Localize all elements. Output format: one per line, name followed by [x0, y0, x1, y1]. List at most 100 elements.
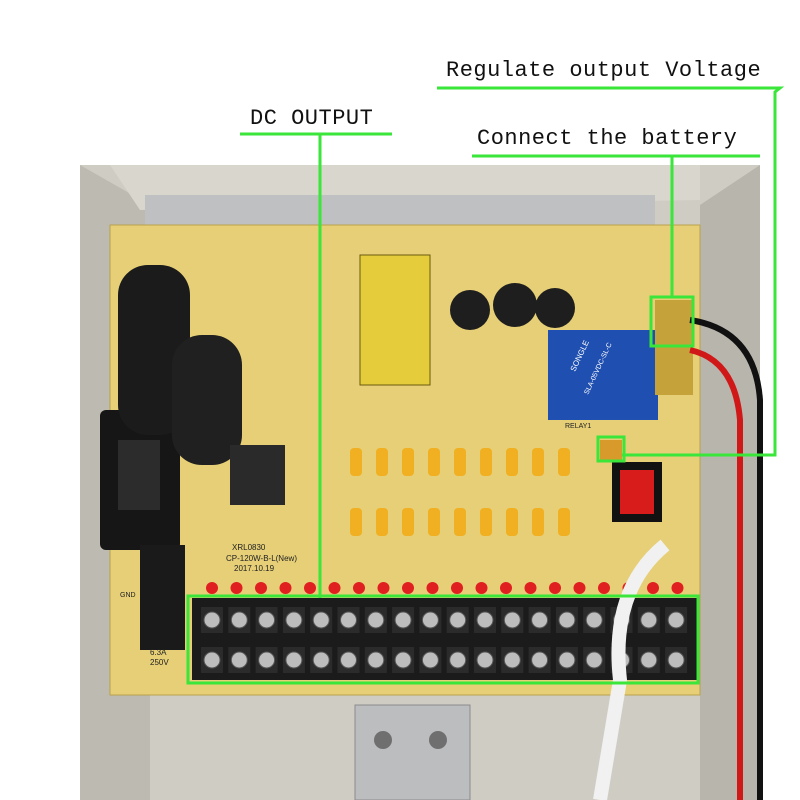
red-wire: [689, 347, 743, 800]
terminal-screw: [640, 651, 658, 669]
fuse: [454, 448, 466, 476]
terminal-screw: [230, 651, 248, 669]
terminal-screw: [367, 611, 385, 629]
fuse: [558, 508, 570, 536]
mounting-bracket: [354, 704, 471, 800]
terminal-screw: [421, 651, 439, 669]
transformer: [359, 254, 431, 386]
fuse: [506, 448, 518, 476]
fuse: [402, 508, 414, 536]
terminal-screw: [312, 611, 330, 629]
led: [426, 582, 439, 594]
terminal-screw: [230, 611, 248, 629]
capacitor-large: [172, 335, 242, 465]
fuse: [428, 508, 440, 536]
fuse: [480, 448, 492, 476]
led: [524, 582, 537, 594]
terminal-screw: [449, 651, 467, 669]
callout-line-voltage: [437, 86, 785, 457]
fuse: [506, 508, 518, 536]
terminal-screw: [667, 651, 685, 669]
fuse: [558, 448, 570, 476]
fuse: [480, 508, 492, 536]
capacitor-small: [535, 288, 575, 328]
fuse-array: [350, 448, 570, 536]
terminal-screw: [531, 611, 549, 629]
board-model-code: XRL0830: [232, 543, 266, 552]
battery-connector: [600, 440, 622, 460]
terminal-screw: [258, 611, 276, 629]
led: [230, 582, 243, 594]
terminal-screw: [640, 611, 658, 629]
terminal-screw: [585, 651, 603, 669]
dc-output-highlight: [186, 594, 700, 685]
choke-coil: [230, 445, 285, 505]
fuse: [350, 448, 362, 476]
fuse-holder: [140, 545, 185, 650]
fuse: [532, 508, 544, 536]
led: [328, 582, 341, 594]
terminal-screw: [394, 651, 412, 669]
dc-output-label: DC OUTPUT: [250, 106, 374, 131]
led: [377, 582, 390, 594]
terminal-screw: [203, 651, 221, 669]
fuse-rating-voltage: 250V: [150, 658, 169, 667]
fuse: [402, 448, 414, 476]
callout-line-battery: [472, 154, 760, 297]
power-switch-rocker: [620, 470, 654, 514]
terminal-screw: [449, 611, 467, 629]
terminal-screw: [476, 611, 494, 629]
terminal-screw: [203, 611, 221, 629]
heatsink: [145, 195, 655, 225]
black-wire: [689, 317, 763, 800]
led: [475, 582, 488, 594]
led: [353, 582, 365, 594]
led: [279, 582, 292, 594]
bracket-screw: [429, 731, 447, 749]
bracket-screw: [374, 731, 392, 749]
led: [451, 582, 463, 594]
fuse: [532, 448, 544, 476]
led: [206, 582, 218, 594]
terminal-screw: [503, 611, 521, 629]
led: [647, 582, 659, 594]
terminal-screw: [285, 611, 303, 629]
led: [549, 582, 561, 594]
terminal-screw: [476, 651, 494, 669]
relay-reference: RELAY1: [565, 423, 591, 430]
regulate-voltage-label: Regulate output Voltage: [446, 58, 762, 83]
terminal-screw: [340, 651, 357, 669]
terminal-screws: [201, 607, 688, 673]
battery-highlight: [649, 295, 695, 348]
fuse: [350, 508, 362, 536]
led: [671, 582, 684, 594]
terminal-screw: [558, 611, 576, 629]
terminal-screw: [667, 611, 685, 629]
terminal-screw: [258, 651, 276, 669]
led: [598, 582, 610, 594]
terminal-screw: [394, 611, 412, 629]
gnd-label: GND: [120, 592, 136, 599]
capacitor-small: [450, 290, 490, 330]
terminal-screw: [367, 651, 385, 669]
terminal-screw: [312, 651, 330, 669]
led: [500, 582, 512, 594]
fuse: [376, 508, 388, 536]
ac-input-slot: [118, 440, 160, 510]
terminal-screw: [531, 651, 549, 669]
capacitor-small: [493, 283, 537, 327]
voltage-highlight: [596, 435, 626, 463]
board-model-name: CP-120W-B-L(New): [226, 554, 297, 563]
terminal-screw: [340, 611, 357, 629]
led: [402, 582, 414, 594]
terminal-screw: [558, 651, 576, 669]
led: [304, 582, 316, 594]
enclosure-right-wall: [700, 165, 760, 800]
fuse: [454, 508, 466, 536]
led: [255, 582, 267, 594]
fuse: [428, 448, 440, 476]
terminal-screw: [285, 651, 303, 669]
ribbon-cable: [593, 539, 670, 800]
board-date: 2017.10.19: [234, 564, 275, 573]
